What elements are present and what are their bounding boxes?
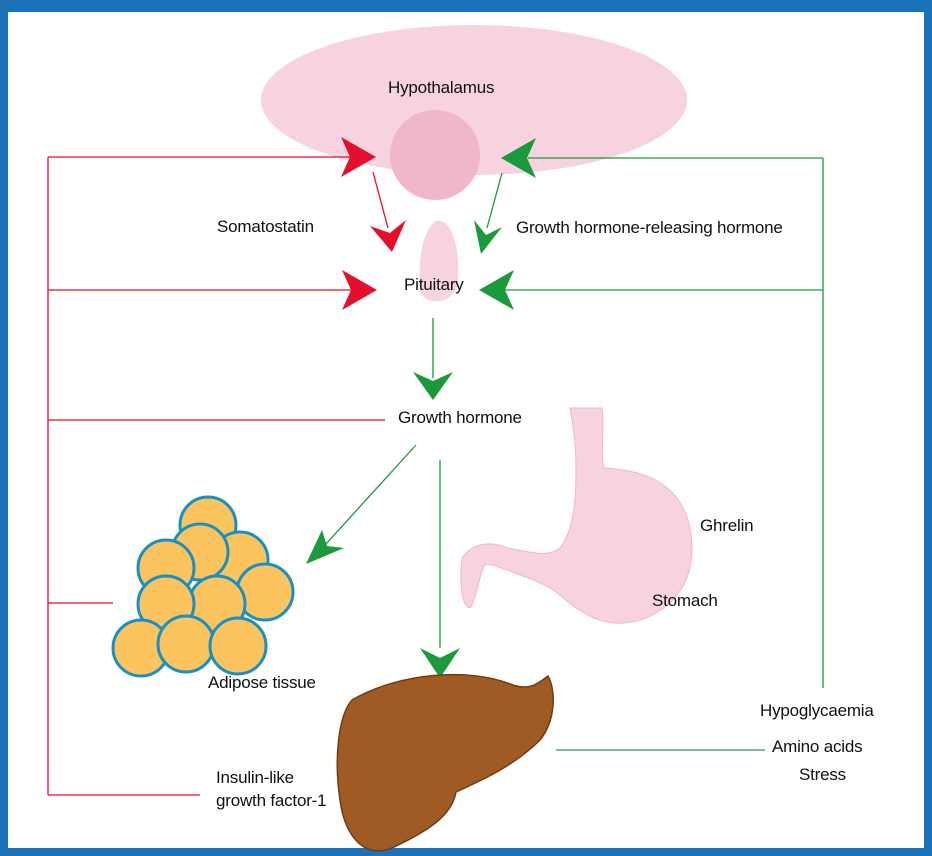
adipose-cells <box>113 497 293 676</box>
hypothalamus-nucleus <box>390 110 480 200</box>
fat-cell <box>210 618 266 674</box>
fat-cell <box>158 616 214 672</box>
igf1-label-line1: Insulin-like <box>216 766 326 789</box>
somatostatin-line <box>373 172 388 228</box>
somatostatin-label: Somatostatin <box>217 217 314 237</box>
igf1-label-line2: growth factor-1 <box>216 789 326 812</box>
hypothalamus-label: Hypothalamus <box>388 78 494 98</box>
liver-shape <box>337 675 553 851</box>
gh-to-liver-arrow <box>420 648 460 678</box>
ghrelin-label: Ghrelin <box>700 516 753 536</box>
gh-to-adipose-line <box>325 445 416 545</box>
stress-label: Stress <box>799 765 846 785</box>
adipose-tissue-label: Adipose tissue <box>208 673 316 693</box>
amino-acids-label: Amino acids <box>772 737 862 757</box>
pituitary-label: Pituitary <box>404 275 464 295</box>
stomach-label: Stomach <box>652 591 718 611</box>
somatostatin-arrow-down <box>370 220 406 252</box>
igf1-label: Insulin-like growth factor-1 <box>216 766 326 812</box>
ghrh-line <box>487 173 502 228</box>
growth-hormone-label: Growth hormone <box>398 408 522 428</box>
ghrh-label: Growth hormone-releasing hormone <box>516 218 783 238</box>
gh-to-adipose-arrow <box>306 530 344 564</box>
hypoglycaemia-label: Hypoglycaemia <box>760 701 874 721</box>
